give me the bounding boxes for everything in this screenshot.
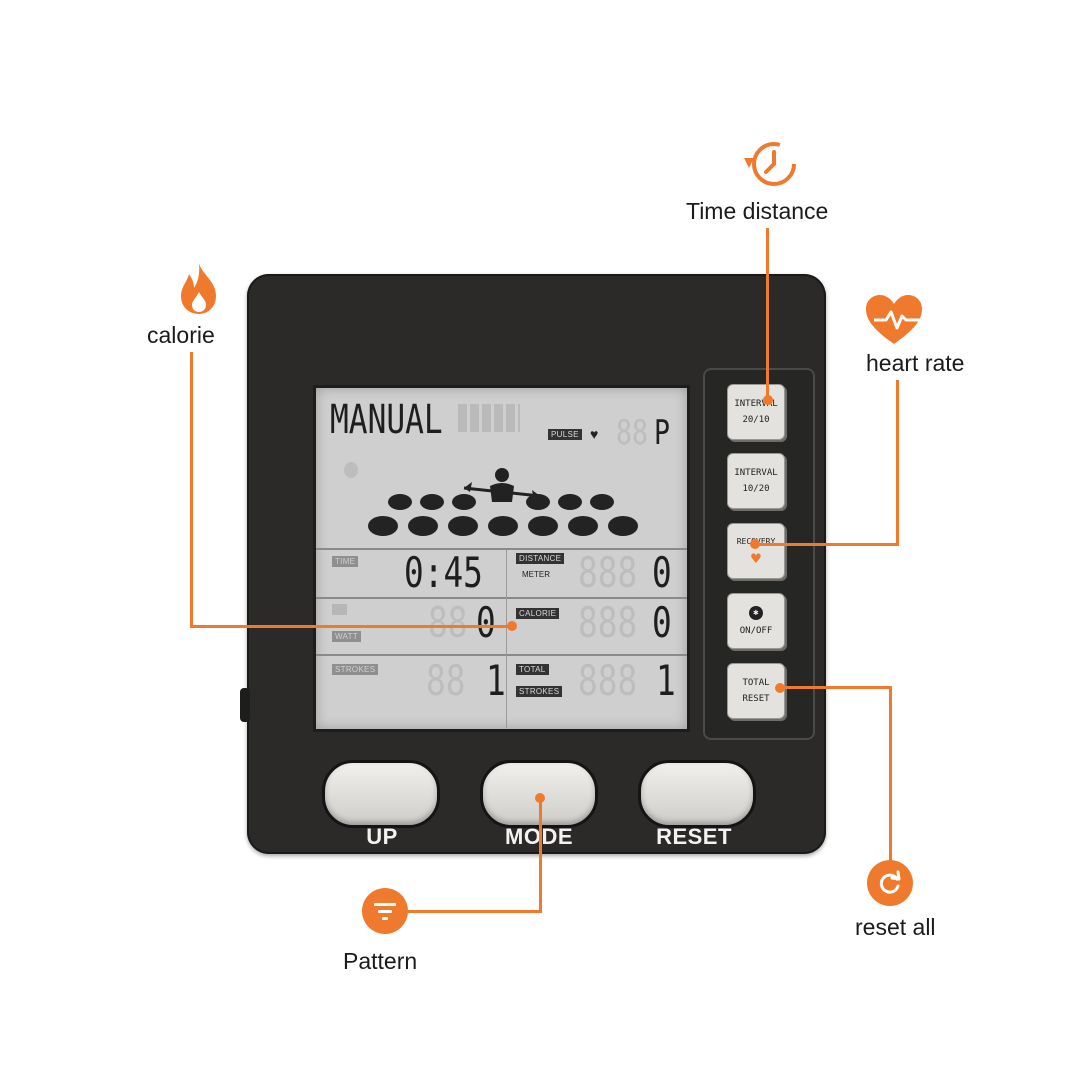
flame-icon <box>176 262 222 321</box>
watt-ghost-digits: 88 <box>428 598 468 647</box>
strokes-tag: STROKES <box>332 664 379 675</box>
progress-dot <box>488 516 518 536</box>
callout-line <box>896 380 899 546</box>
pulse-tag: PULSE <box>548 429 582 440</box>
rower-figure-icon <box>462 466 542 510</box>
progress-dot <box>420 494 444 510</box>
interval-20-10-button[interactable]: INTERVAL 20/10 <box>727 384 785 440</box>
heart-rate-icon <box>864 294 928 353</box>
mode-label: MODE <box>459 824 619 850</box>
callout-dot <box>763 395 773 405</box>
progress-dot <box>568 516 598 536</box>
total-tag: TOTAL <box>516 664 549 675</box>
progress-dot <box>448 516 478 536</box>
callout-line <box>190 352 193 628</box>
interval-10-20-button[interactable]: INTERVAL 10/20 <box>727 453 785 509</box>
callout-line <box>889 686 892 862</box>
progress-dot <box>388 494 412 510</box>
ghost-segments <box>458 404 520 432</box>
pulse-ghost-digits: 88 <box>616 413 648 453</box>
callout-line <box>190 625 512 628</box>
total-strokes-ghost-digits: 888 <box>578 656 638 705</box>
time-value: 0:45 <box>404 548 483 597</box>
callout-line <box>406 910 542 913</box>
progress-dot <box>452 494 476 510</box>
reset-button[interactable] <box>638 760 756 828</box>
button-label: 20/10 <box>742 415 770 425</box>
calorie-tag: CALORIE <box>516 608 560 619</box>
divider <box>316 548 687 550</box>
divider <box>316 597 687 599</box>
button-label: INTERVAL <box>734 399 778 409</box>
time-distance-label: Time distance <box>686 198 829 224</box>
button-label: 10/20 <box>742 484 770 494</box>
pulse-value: P <box>654 413 670 453</box>
callout-line <box>780 686 892 689</box>
calorie-ghost-digits: 888 <box>578 598 638 647</box>
refresh-icon <box>867 860 913 906</box>
divider <box>316 654 687 656</box>
callout-dot <box>750 539 760 549</box>
distance-tag: DISTANCE <box>516 553 565 564</box>
progress-dot <box>526 494 550 510</box>
strokes-ghost-digits: 88 <box>426 656 466 705</box>
callout-line <box>766 228 769 400</box>
watt-value: 0 <box>476 598 496 647</box>
distance-value: 0 <box>652 548 672 597</box>
callout-line <box>756 543 899 546</box>
calorie-value: 0 <box>652 598 672 647</box>
watt-tag: WATT <box>332 631 361 642</box>
heart-icon: ♥ <box>590 426 599 442</box>
button-label: TOTAL <box>742 678 770 688</box>
callout-dot <box>507 621 517 631</box>
callout-line <box>539 798 542 913</box>
distance-unit: METER <box>522 570 550 579</box>
button-label: ON/OFF <box>739 626 773 636</box>
heart-rate-label: heart rate <box>866 350 965 376</box>
time-tag: TIME <box>332 556 359 567</box>
up-button[interactable] <box>322 760 440 828</box>
up-label: UP <box>366 824 398 849</box>
total-strokes-value: 1 <box>656 656 676 705</box>
divider <box>506 550 507 728</box>
button-label: INTERVAL <box>734 468 778 478</box>
program-label: MANUAL <box>330 397 443 443</box>
pattern-label: Pattern <box>343 948 418 974</box>
recovery-button[interactable]: RECOVERY ♥ <box>727 523 785 579</box>
distance-ghost-digits: 888 <box>578 548 638 597</box>
on-off-button[interactable]: ✱ ON/OFF <box>727 593 785 649</box>
progress-dot <box>590 494 614 510</box>
side-knob <box>240 688 250 722</box>
progress-dot <box>368 516 398 536</box>
calorie-label: calorie <box>147 322 215 348</box>
total-strokes-tag: STROKES <box>516 686 563 697</box>
reset-all-label: reset all <box>855 914 936 940</box>
progress-dot <box>408 516 438 536</box>
heart-icon: ♥ <box>751 548 761 568</box>
progress-dot <box>608 516 638 536</box>
button-label: RESET <box>742 694 770 704</box>
strokes-value: 1 <box>486 656 506 705</box>
progress-dot <box>558 494 582 510</box>
bluetooth-icon <box>344 462 358 478</box>
lcd-display: MANUAL PULSE ♥ 88 P TIME 0:45 DISTANCE M… <box>313 385 690 732</box>
ghost-tag <box>332 604 347 615</box>
power-icon: ✱ <box>749 606 763 620</box>
pattern-icon <box>362 888 408 934</box>
stopwatch-icon <box>740 138 800 197</box>
progress-dot <box>528 516 558 536</box>
reset-label: RESET <box>656 824 732 849</box>
